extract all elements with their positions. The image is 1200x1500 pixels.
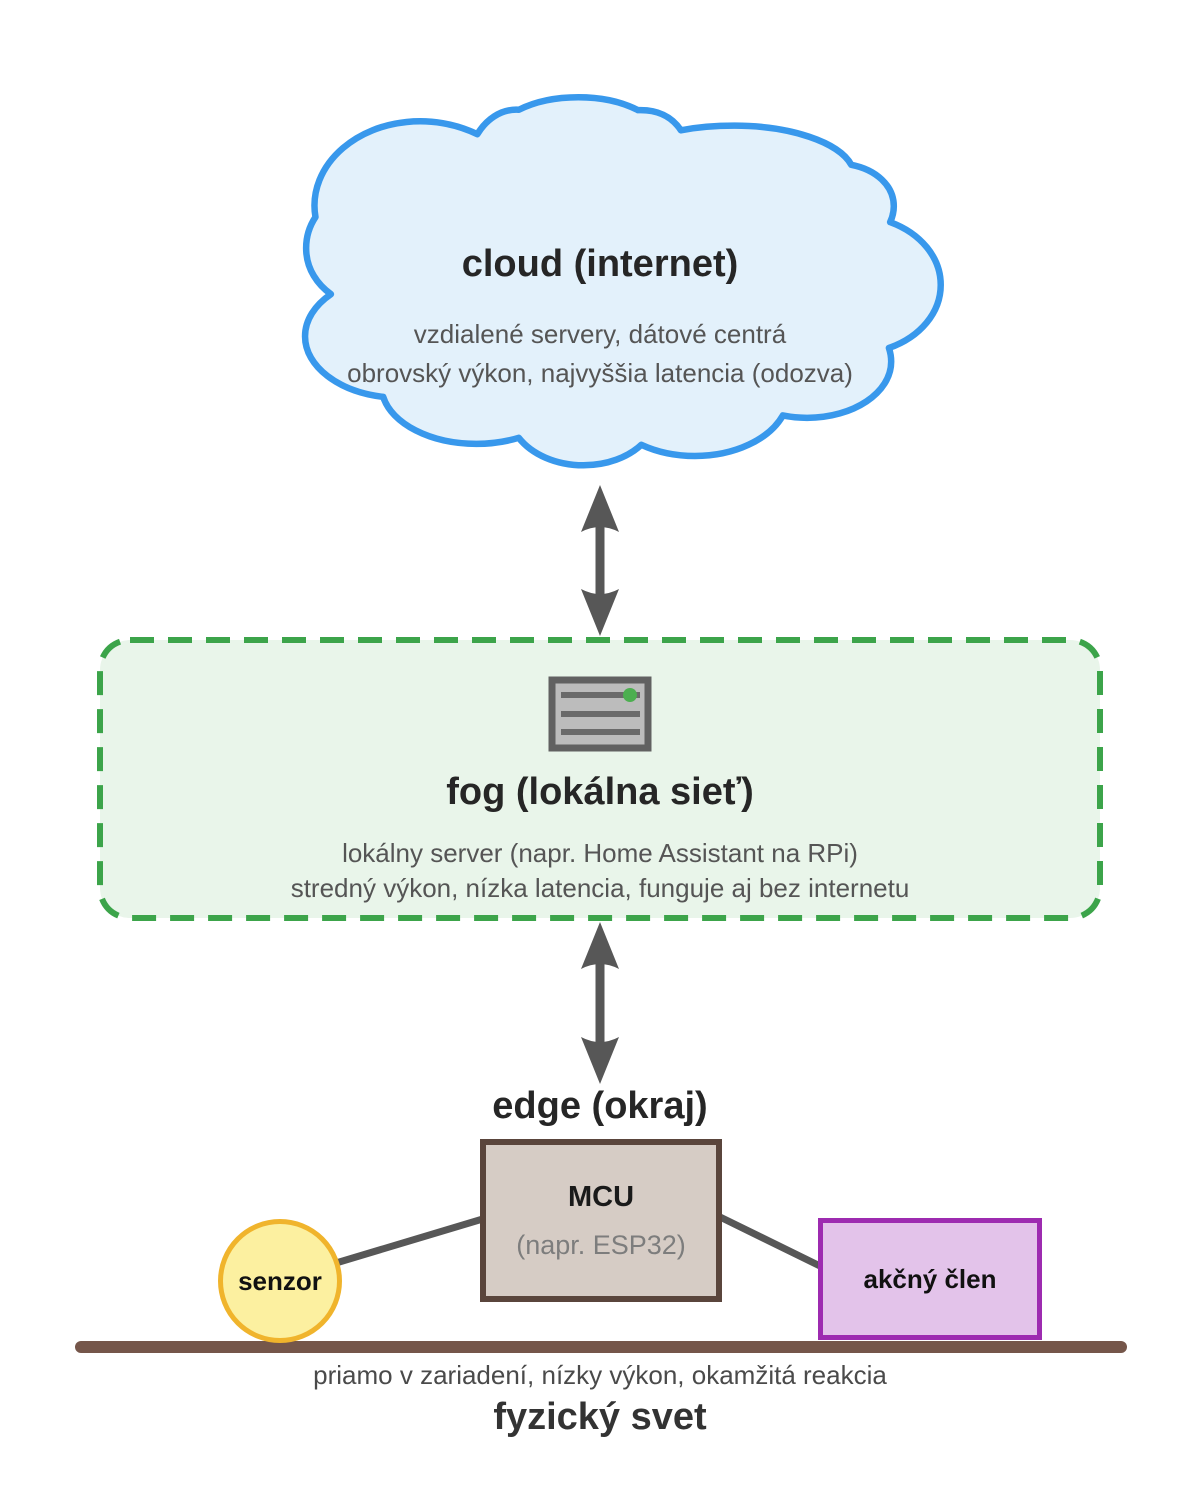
mcu-box: MCU (napr. ESP32) (480, 1139, 722, 1302)
sensor-mcu-line (332, 1214, 490, 1267)
cloud-shape (253, 84, 945, 484)
cloud-fog-double-arrow-icon (581, 485, 619, 636)
fog-description-line2: stredný výkon, nízka latencia, funguje a… (290, 873, 910, 903)
cloud-outline (305, 97, 941, 465)
fog-title: fog (lokálna sieť) (446, 771, 754, 813)
server-led (623, 688, 637, 702)
cloud-description-line1: vzdialené servery, dátové centrá (413, 319, 787, 349)
sensor-circle: senzor (218, 1219, 342, 1343)
mcu-label: MCU (567, 1180, 635, 1213)
connector-lines (75, 1212, 1127, 1353)
fog-edge-double-arrow-icon (581, 922, 619, 1084)
physical-world-description: priamo v zariadení, nízky výkon, okamžit… (313, 1360, 887, 1390)
server-icon (548, 676, 652, 752)
physical-world-title: fyzický svet (493, 1396, 707, 1438)
edge-title: edge (okraj) (492, 1085, 708, 1127)
sensor-label: senzor (238, 1265, 322, 1296)
cloud-title: cloud (internet) (461, 243, 739, 285)
fog-box (97, 637, 1103, 921)
mcu-sublabel: (napr. ESP32) (516, 1229, 686, 1260)
fog-description-line1: lokálny server (napr. Home Assistant na … (342, 838, 858, 868)
actuator-box: akčný člen (818, 1218, 1042, 1340)
mcu-actuator-line (714, 1212, 826, 1271)
actuator-label: akčný člen (863, 1263, 997, 1294)
cloud-description-line2: obrovský výkon, najvyššia latencia (odoz… (347, 358, 853, 388)
